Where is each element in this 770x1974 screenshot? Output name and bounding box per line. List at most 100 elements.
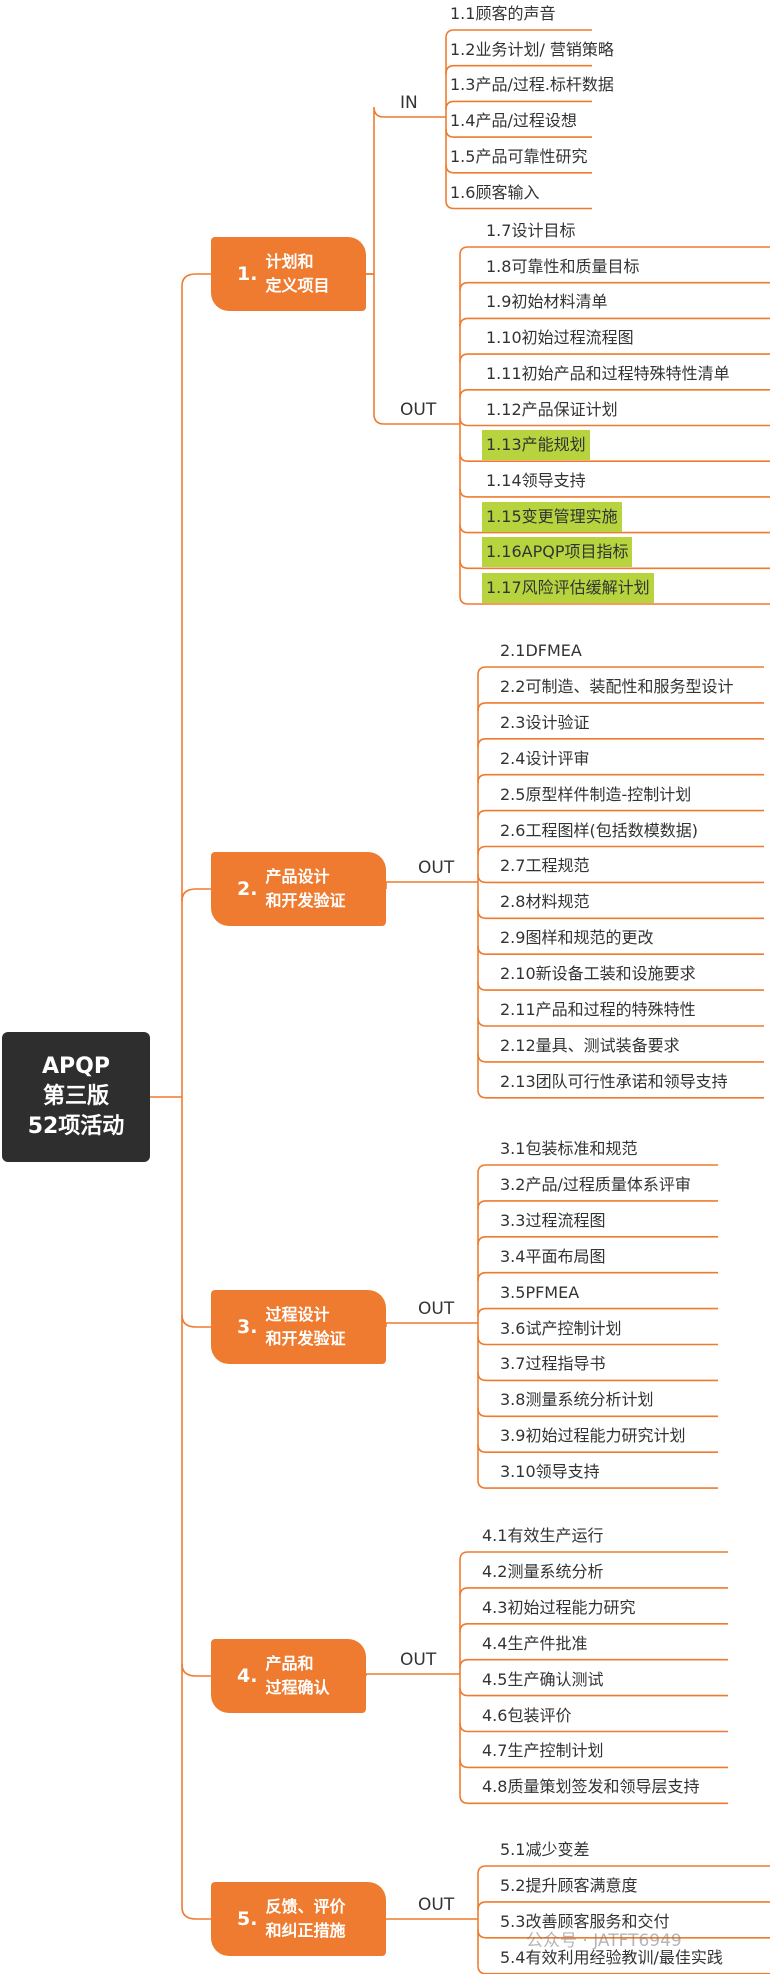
activity-item: 4.8质量策划签发和领导层支持: [482, 1777, 700, 1797]
leaf-underline: [477, 738, 764, 747]
leaf-underline: [459, 1759, 728, 1769]
leaf-underline: [477, 910, 764, 920]
activity-item: 2.11产品和过程的特殊特性: [500, 1000, 696, 1019]
phase-connector-1: [181, 273, 211, 287]
leaf-underline: [459, 1687, 728, 1697]
leaf-underline: [477, 1480, 718, 1489]
leaf-underline: [459, 1551, 728, 1561]
activity-item: 1.12产品保证计划: [486, 399, 618, 419]
phase-connector-3: [181, 1314, 211, 1328]
activity-item: 1.11初始产品和过程特殊特性清单: [486, 363, 730, 383]
leaf-underline: [477, 845, 764, 855]
activity-item: 1.17风险评估缓解计划: [482, 573, 654, 603]
activity-item: 2.6工程图样(包括数模数据): [500, 820, 698, 840]
phase-number: 3.: [237, 1316, 258, 1338]
activity-item: 1.7设计目标: [486, 221, 576, 240]
leaf-underline: [459, 281, 770, 291]
leaf-underline: [459, 524, 770, 534]
activity-item: 4.2测量系统分析: [482, 1561, 604, 1581]
leaf-underline: [459, 1587, 728, 1596]
activity-item: 3.4平面布局图: [500, 1246, 606, 1266]
activity-item: 3.3过程流程图: [500, 1210, 606, 1230]
leaf-underline: [445, 100, 592, 110]
phase-title-line-2: 和开发验证: [265, 1329, 346, 1348]
leaf-underline: [459, 488, 770, 498]
activity-item: 4.7生产控制计划: [482, 1741, 604, 1761]
group-label-out: OUT: [400, 1650, 437, 1670]
leaf-underline: [459, 353, 770, 363]
phase-title-line-2: 和开发验证: [265, 891, 346, 910]
leaf-underline: [445, 200, 592, 210]
phase-connector-5: [181, 1906, 211, 1920]
leaf-underline: [459, 595, 770, 605]
leaf-underline: [477, 1901, 770, 1910]
phase-title-line-1: 产品设计: [265, 867, 330, 886]
activity-item: 5.4有效利用经验教训/最佳实践: [500, 1947, 723, 1967]
leaf-underline: [477, 1336, 718, 1346]
leaf-underline: [459, 1658, 728, 1668]
activity-item: 3.9初始过程能力研究计划: [500, 1426, 686, 1446]
phase-title-line-2: 和纠正措施: [265, 1921, 346, 1940]
phase-title-line-1: 计划和: [265, 252, 314, 271]
phase-connector-2: [181, 888, 211, 902]
activity-item: 2.2可制造、装配性和服务型设计: [500, 676, 734, 696]
activity-item: 1.2业务计划/ 营销策略: [450, 39, 614, 59]
group-connector-in: [373, 106, 446, 274]
leaf-underline: [477, 1929, 770, 1939]
activity-item: 1.3产品/过程.标杆数据: [450, 75, 614, 95]
activity-item: 1.15变更管理实施: [482, 501, 622, 532]
leaf-underline: [459, 1795, 728, 1805]
leaf-underline: [477, 1089, 764, 1099]
activity-item: 5.1减少变差: [500, 1840, 590, 1859]
leaf-underline: [459, 1623, 728, 1632]
activity-item: 1.4产品/过程设想: [450, 111, 577, 131]
phase-title-line-2: 定义项目: [265, 276, 330, 295]
group-connector-out: [373, 274, 460, 425]
group-label-in: IN: [400, 93, 418, 113]
phase-title: 计划和定义项目: [265, 250, 329, 298]
phase-title-line-1: 反馈、评价: [265, 1897, 346, 1916]
activity-item: 1.8可靠性和质量目标: [486, 256, 640, 276]
activity-item: 4.4生产件批准: [482, 1633, 588, 1653]
leaf-underline: [477, 1372, 718, 1382]
leaf-underline: [477, 1408, 718, 1418]
activity-item: 2.7工程规范: [500, 856, 590, 876]
activity-item: 3.2产品/过程质量体系评审: [500, 1174, 691, 1194]
activity-item: 4.3初始过程能力研究: [482, 1597, 636, 1617]
phase-title: 产品和过程确认: [265, 1652, 329, 1700]
activity-item: 1.16APQP项目指标: [482, 537, 633, 568]
group-label-out: OUT: [418, 1299, 455, 1319]
activity-item: 2.8材料规范: [500, 892, 590, 912]
phase-title: 反馈、评价和纠正措施: [265, 1895, 345, 1943]
leaf-underline: [477, 1271, 718, 1281]
leaf-underline: [477, 1307, 718, 1317]
leaf-underline: [477, 1444, 718, 1453]
leaf-underline: [477, 874, 764, 884]
root-line-2: 第三版: [42, 1084, 109, 1109]
leaf-underline: [477, 1164, 718, 1174]
activity-item: 2.3设计验证: [500, 712, 590, 732]
phase-node-3: 3.过程设计和开发验证: [211, 1290, 386, 1364]
leaf-underline: [477, 1017, 764, 1027]
leaf-underline: [445, 64, 592, 74]
leaf-underline: [477, 1200, 718, 1209]
phase-node-5: 5.反馈、评价和纠正措施: [211, 1882, 386, 1956]
activity-item: 2.5原型样件制造-控制计划: [500, 784, 692, 804]
activity-item: 3.1包装标准和规范: [500, 1139, 638, 1158]
root-node: APQP 第三版 52项活动: [2, 1032, 150, 1162]
phase-number: 2.: [237, 878, 258, 900]
leaf-underline: [445, 29, 592, 39]
group-label-out: OUT: [418, 1895, 455, 1915]
leaf-underline: [459, 317, 770, 327]
activity-item: 1.1顾客的声音: [450, 4, 556, 23]
activity-item: 2.4设计评审: [500, 748, 590, 768]
leaf-underline: [459, 389, 770, 398]
leaf-underline: [445, 129, 592, 138]
activity-item: 3.8测量系统分析计划: [500, 1390, 654, 1410]
activity-item: 4.1有效生产运行: [482, 1526, 604, 1545]
leaf-underline: [477, 1865, 770, 1875]
leaf-underline: [477, 1236, 718, 1245]
group-label-out: OUT: [418, 858, 455, 878]
